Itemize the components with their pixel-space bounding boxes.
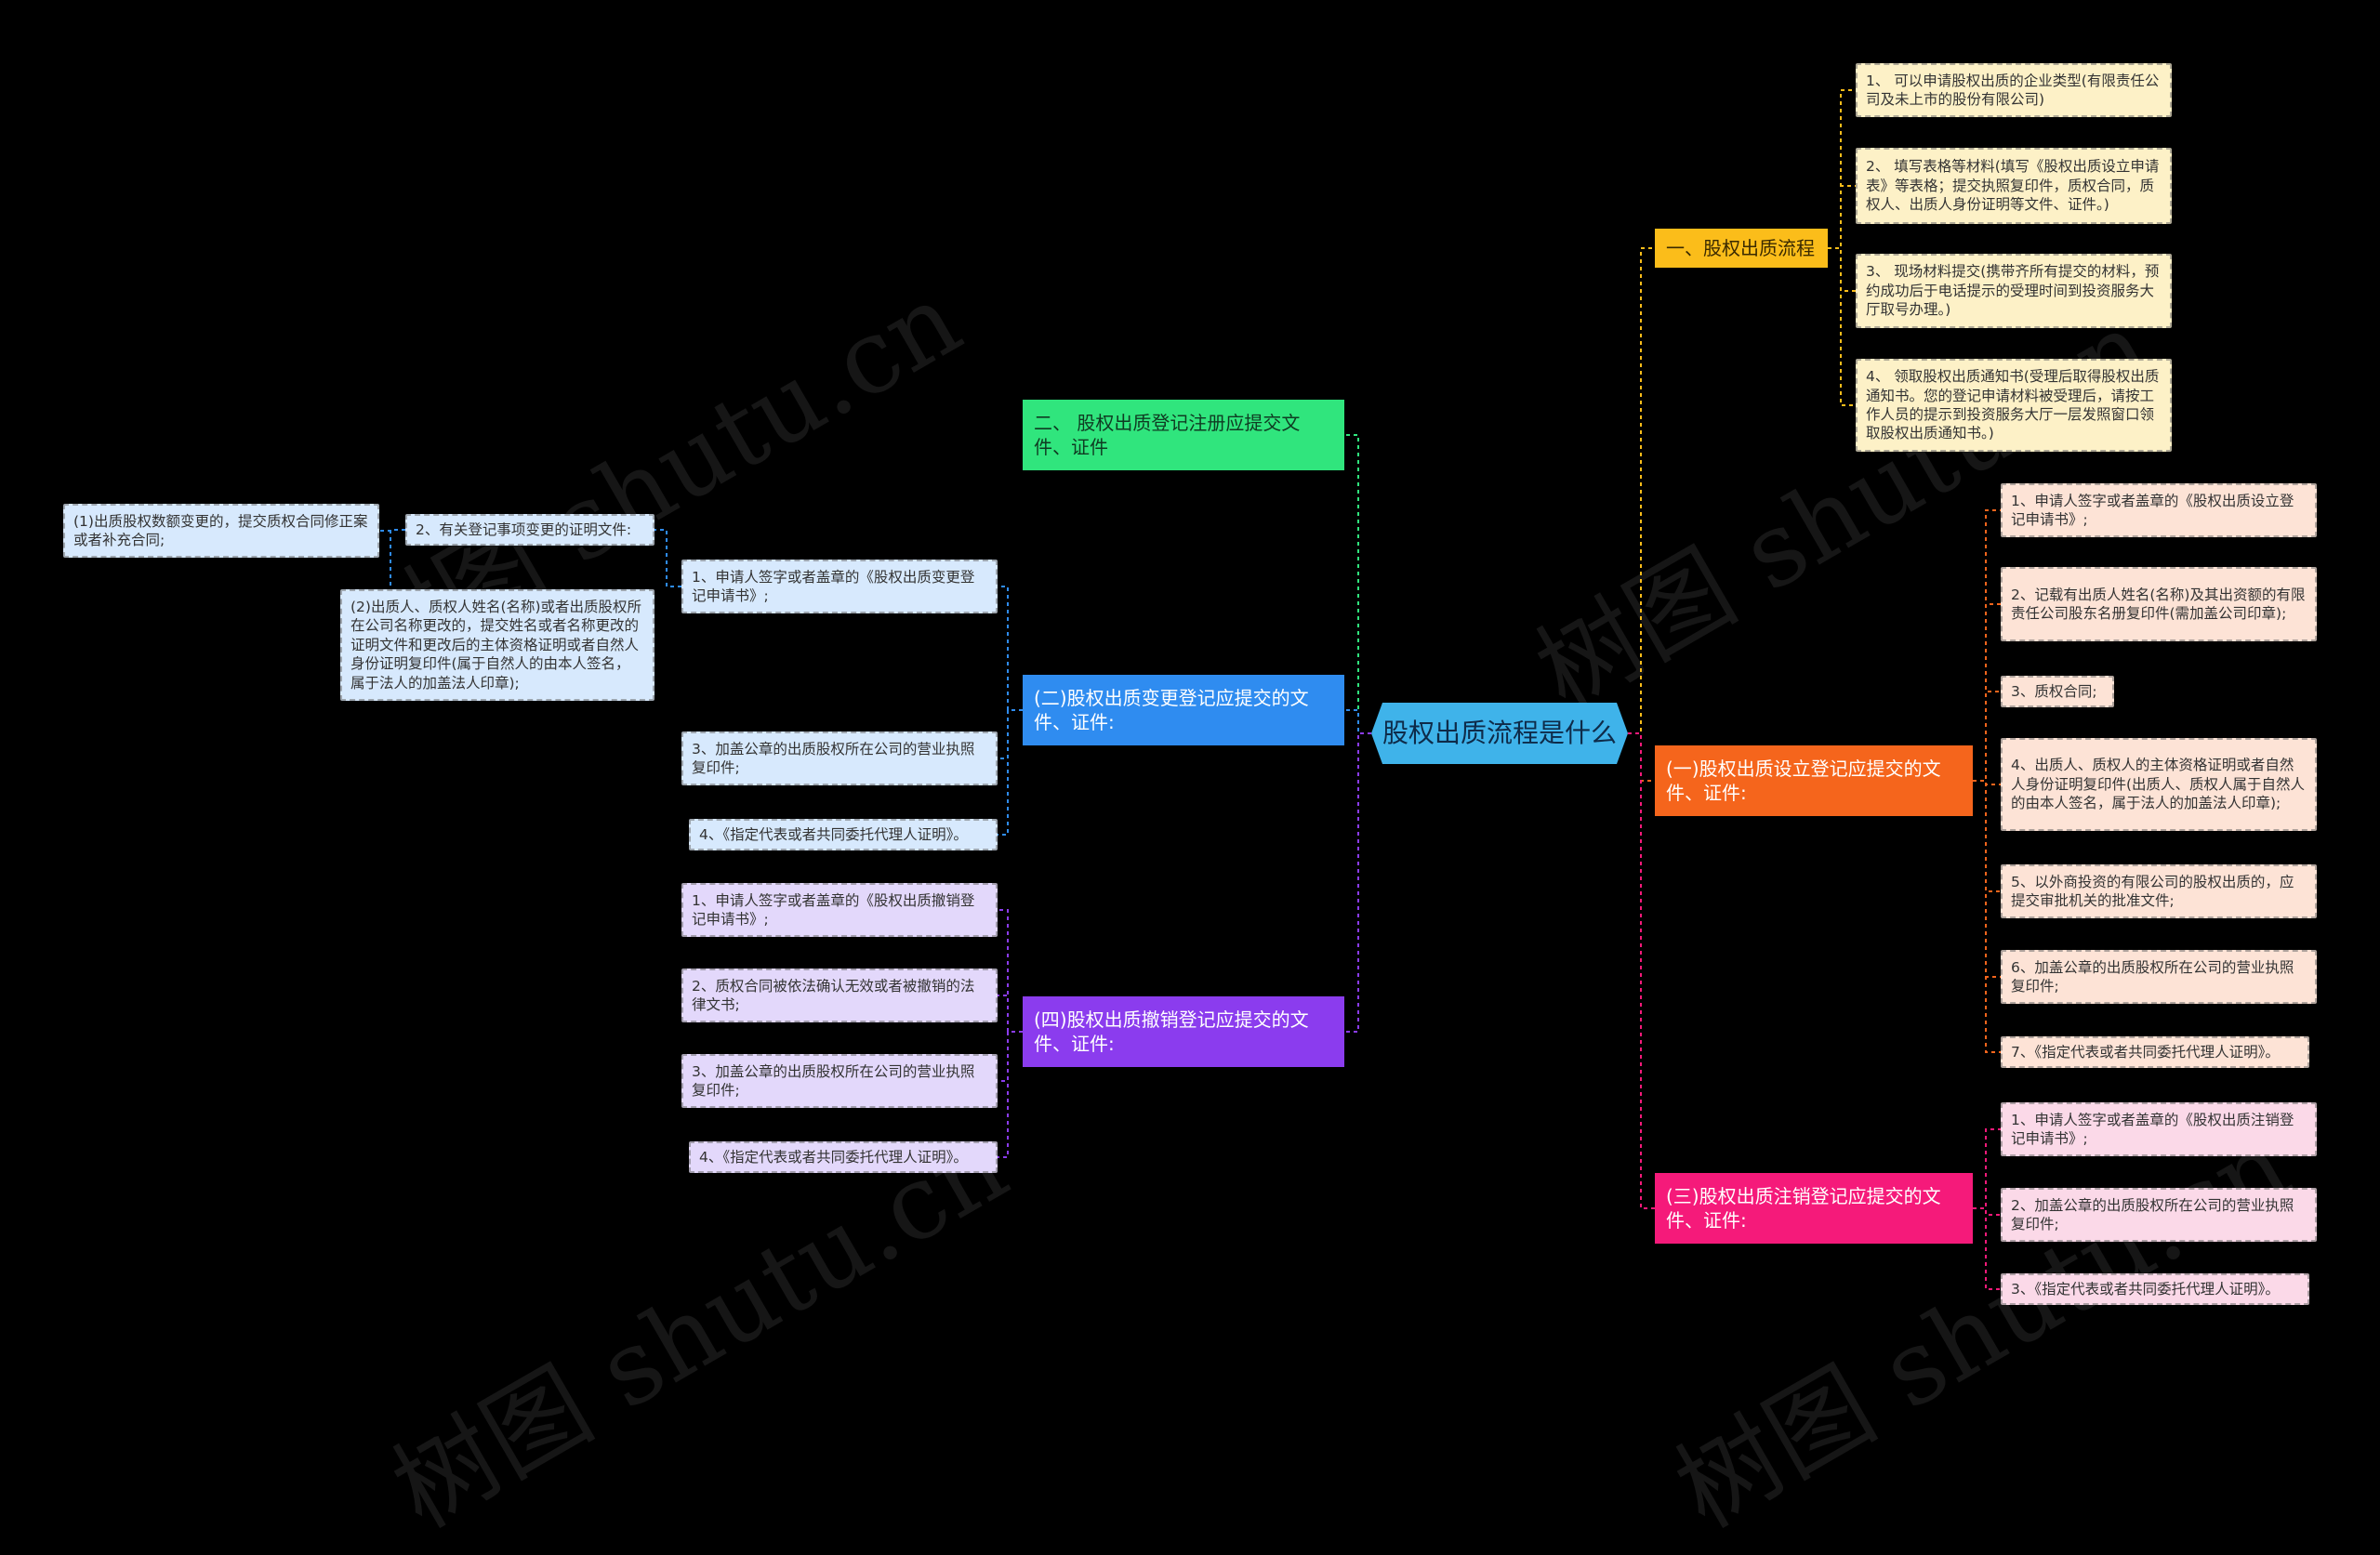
branch-connector: [998, 586, 1023, 711]
leaf-change-3[interactable]: 3、加盖公章的出质股权所在公司的营业执照复印件;: [681, 731, 998, 785]
leaf-change-2[interactable]: 2、有关登记事项变更的证明文件:: [405, 514, 654, 546]
leaf-establish-7[interactable]: 7、《指定代表或者共同委托代理人证明》。: [2001, 1036, 2309, 1068]
branch-connector: [1973, 780, 2001, 978]
branch-connector: [998, 1031, 1023, 1082]
branch-connector: [1828, 247, 1856, 292]
branch-connector: [998, 995, 1023, 1033]
leaf-process-2[interactable]: 2、 填写表格等材料(填写《股权出质设立申请表》等表格；提交执照复印件，质权合同…: [1856, 148, 2172, 224]
leaf-process-4[interactable]: 4、 领取股权出质通知书(受理后取得股权出质通知书。您的登记申请材料被受理后，请…: [1856, 359, 2172, 452]
branch-revocation-docs[interactable]: (四)股权出质撤销登记应提交的文件、证件:: [1023, 996, 1344, 1067]
branch-connector: [1973, 780, 2001, 1053]
root-connector: [1628, 247, 1655, 734]
branch-connector: [654, 529, 681, 587]
branch-registration-docs[interactable]: 二、 股权出质登记注册应提交文件、证件: [1023, 400, 1344, 470]
root-topic[interactable]: 股权出质流程是什么: [1371, 703, 1628, 764]
branch-connector: [998, 909, 1023, 1033]
branch-connector: [1973, 1207, 2001, 1290]
leaf-establish-2[interactable]: 2、记载有出质人姓名(名称)及其出资额的有限责任公司股东名册复印件(需加盖公司印…: [2001, 567, 2317, 641]
leaf-establish-3[interactable]: 3、质权合同;: [2001, 676, 2114, 707]
leaf-establish-5[interactable]: 5、以外商投资的有限公司的股权出质的，应提交审批机关的批准文件;: [2001, 864, 2317, 918]
root-connector: [1628, 732, 1655, 782]
branch-connector: [1973, 1128, 2001, 1209]
leaf-change-4[interactable]: 4、《指定代表或者共同委托代理人证明》。: [689, 819, 998, 850]
root-connector: [1344, 709, 1371, 734]
leaf-revoke-1[interactable]: 1、申请人签字或者盖章的《股权出质撤销登记申请书》;: [681, 883, 998, 937]
leaf-process-3[interactable]: 3、 现场材料提交(携带齐所有提交的材料，预约成功后于电话提示的受理时间到投资服…: [1856, 254, 2172, 328]
branch-connector: [1828, 247, 1856, 406]
branch-connector: [379, 529, 405, 532]
leaf-revoke-3[interactable]: 3、加盖公章的出质股权所在公司的营业执照复印件;: [681, 1054, 998, 1108]
leaf-cancel-1[interactable]: 1、申请人签字或者盖章的《股权出质注销登记申请书》;: [2001, 1102, 2317, 1156]
leaf-establish-6[interactable]: 6、加盖公章的出质股权所在公司的营业执照复印件;: [2001, 950, 2317, 1004]
leaf-establish-1[interactable]: 1、申请人签字或者盖章的《股权出质设立登记申请书》;: [2001, 483, 2317, 537]
root-connector: [1344, 434, 1371, 734]
branch-establishment-docs[interactable]: (一)股权出质设立登记应提交的文件、证件:: [1655, 745, 1973, 816]
leaf-change-1[interactable]: 1、申请人签字或者盖章的《股权出质变更登记申请书》;: [681, 560, 998, 613]
branch-connector: [998, 1031, 1023, 1158]
branch-connector: [1828, 89, 1856, 249]
leaf-establish-4[interactable]: 4、出质人、质权人的主体资格证明或者自然人身份证明复印件(出质人、质权人属于自然…: [2001, 738, 2317, 831]
branch-connector: [1973, 509, 2001, 782]
root-connector: [1344, 732, 1371, 1033]
branch-connector: [1828, 185, 1856, 249]
mind-map-canvas: 树图 shutu.cn 树图 shutu.cn 树图 shutu.cn 树图 s…: [63, 63, 2317, 1550]
leaf-change-2-1[interactable]: (1)出质股权数额变更的，提交质权合同修正案或者补充合同;: [63, 504, 379, 558]
branch-connector: [1973, 691, 2001, 782]
branch-change-docs[interactable]: (二)股权出质变更登记应提交的文件、证件:: [1023, 675, 1344, 745]
leaf-revoke-4[interactable]: 4、《指定代表或者共同委托代理人证明》。: [689, 1141, 998, 1173]
leaf-process-1[interactable]: 1、 可以申请股权出质的企业类型(有限责任公司及未上市的股份有限公司): [1856, 63, 2172, 117]
branch-connector: [998, 709, 1023, 836]
branch-connector: [998, 709, 1023, 759]
branch-pledge-process[interactable]: 一、股权出质流程: [1655, 229, 1828, 268]
leaf-cancel-3[interactable]: 3、《指定代表或者共同委托代理人证明》。: [2001, 1273, 2309, 1305]
leaf-cancel-2[interactable]: 2、加盖公章的出质股权所在公司的营业执照复印件;: [2001, 1188, 2317, 1242]
leaf-revoke-2[interactable]: 2、质权合同被依法确认无效或者被撤销的法律文书;: [681, 969, 998, 1022]
connector-lines: [379, 89, 2001, 1290]
branch-cancellation-docs[interactable]: (三)股权出质注销登记应提交的文件、证件:: [1655, 1173, 1973, 1244]
branch-connector: [1973, 603, 2001, 782]
leaf-change-2-2[interactable]: (2)出质人、质权人姓名(名称)或者出质股权所在公司名称更改的，提交姓名或者名称…: [340, 589, 654, 701]
root-connector: [1628, 732, 1655, 1209]
